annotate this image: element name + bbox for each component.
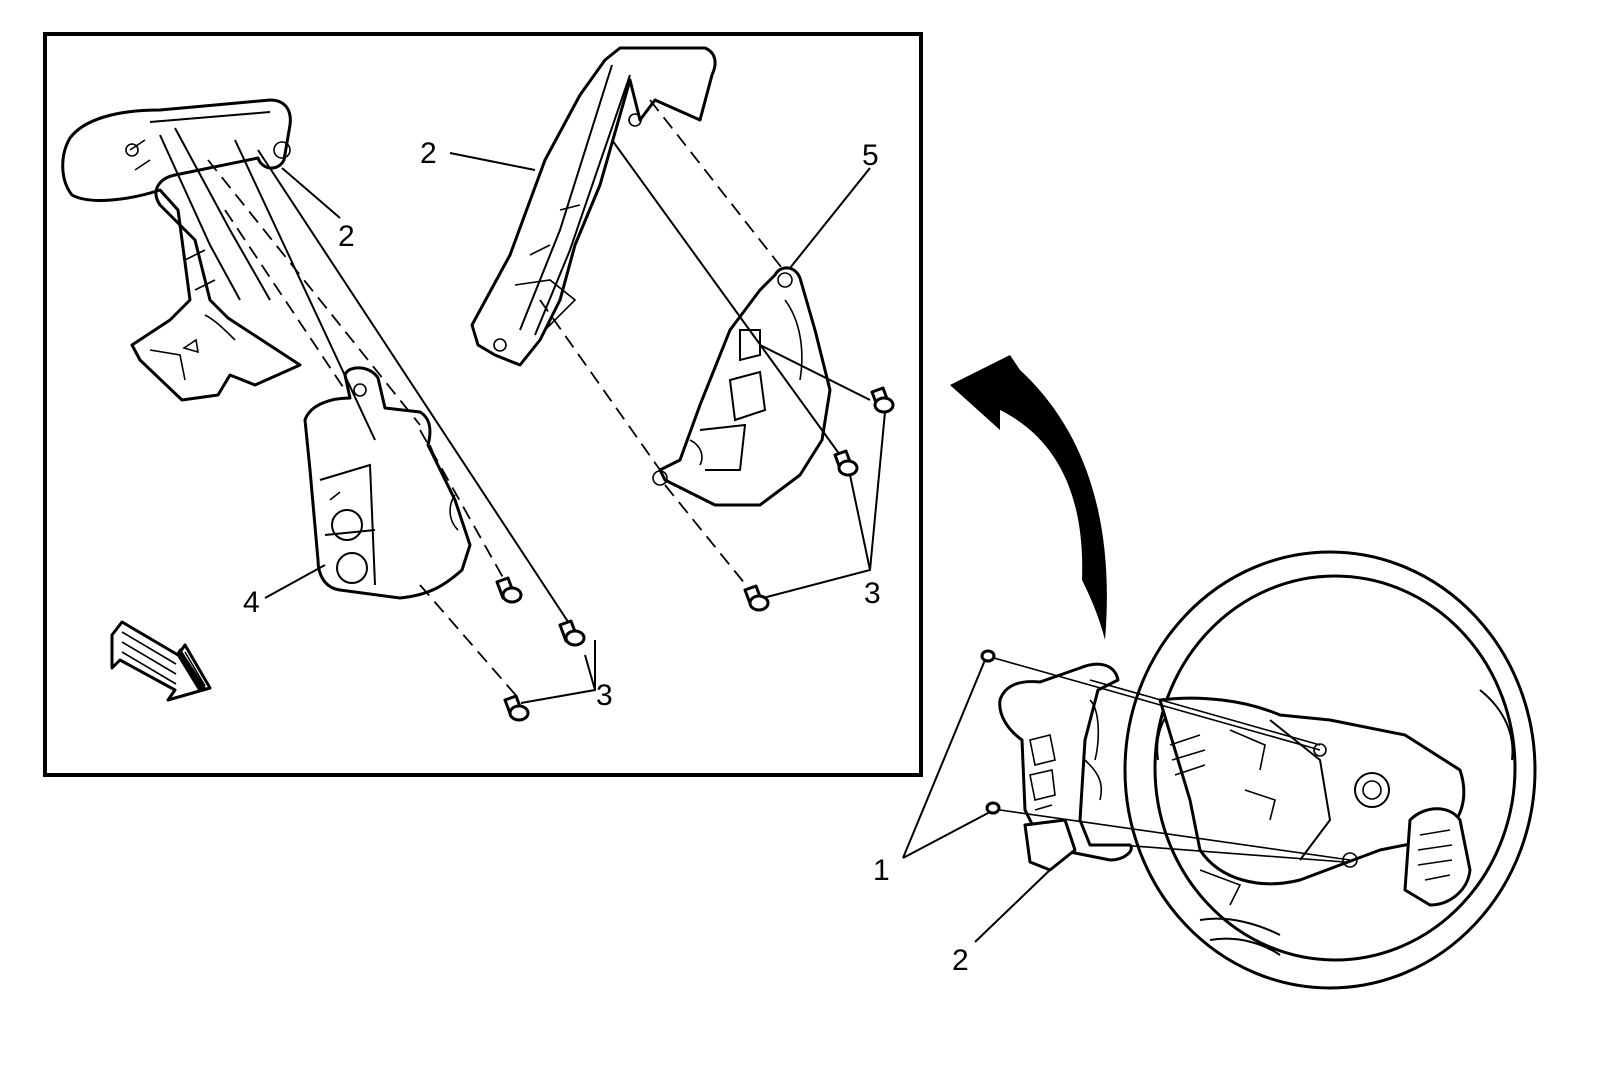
- right-screw: [870, 386, 895, 414]
- detail-view-frame: [43, 32, 923, 777]
- steering-wheel: [1123, 550, 1537, 990]
- left-screw: [495, 576, 523, 604]
- callout-3-left-screws: 3: [596, 679, 613, 712]
- wheel-left-bezel: [998, 662, 1133, 872]
- wheel-screw: [985, 801, 1001, 815]
- callout-2-right-bezel: 2: [420, 137, 437, 170]
- callout-3-right-screws: 3: [864, 577, 881, 610]
- right-screw: [833, 449, 859, 477]
- callout-5-switch: 5: [862, 139, 879, 172]
- left-bezel-assembly: [61, 98, 586, 722]
- right-bezel: [470, 46, 717, 367]
- left-switch: [303, 366, 472, 600]
- front-direction-arrow-icon: [110, 620, 212, 702]
- left-screw: [503, 694, 530, 722]
- callout-1-screws: 1: [873, 854, 890, 887]
- left-bezel: [61, 98, 302, 402]
- wheel-screw: [980, 649, 996, 663]
- left-screw: [558, 619, 586, 647]
- callout-4-switch: 4: [243, 586, 260, 619]
- callout-2-left-bezel: 2: [338, 220, 355, 253]
- right-bezel-assembly: [470, 46, 895, 612]
- right-switch: [658, 266, 832, 507]
- right-screw: [743, 584, 770, 612]
- large-curved-arrow-icon: [950, 355, 1107, 640]
- callout-2-wheel-bezel: 2: [952, 944, 969, 977]
